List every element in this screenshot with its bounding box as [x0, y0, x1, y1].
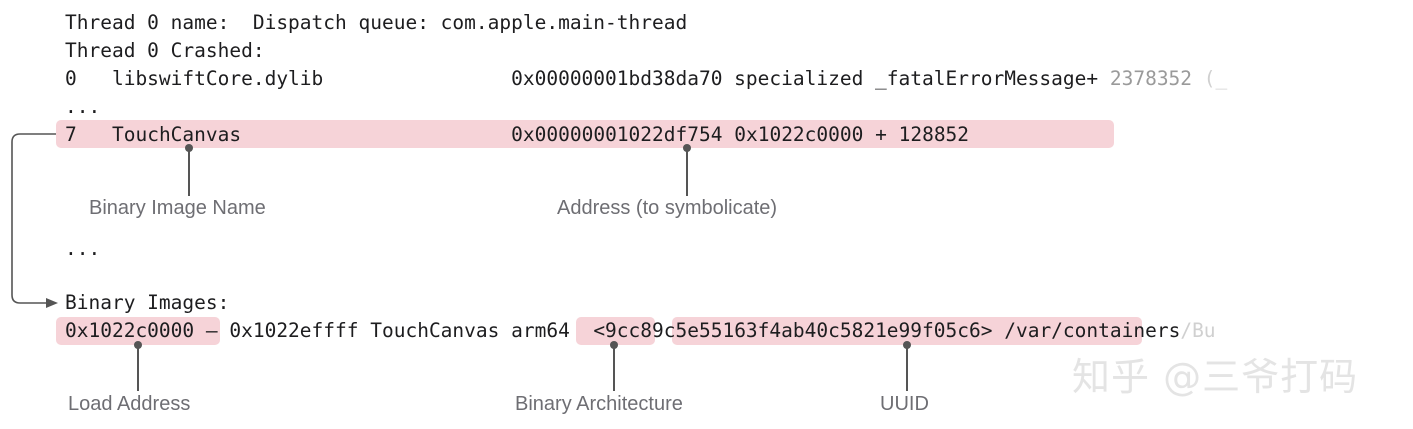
thread-crashed-line: Thread 0 Crashed: [65, 39, 265, 62]
label-binary-image-name: Binary Image Name [89, 197, 266, 219]
thread-name-line: Thread 0 name: Dispatch queue: com.apple… [65, 11, 688, 34]
binary-images-header: Binary Images: [65, 291, 230, 314]
arch-value: arm64 [511, 319, 570, 342]
frame7-index: 7 [65, 123, 77, 146]
load-address-highlight [56, 317, 220, 345]
frame0-tail: 2378352 [1109, 67, 1193, 90]
arch-highlight [576, 317, 655, 345]
label-load-address: Load Address [68, 393, 191, 415]
frame7-line: 7 TouchCanvas 0x00000001022df754 0x1022c… [65, 121, 969, 149]
load-address-value: 0x1022c0000 [65, 319, 195, 342]
frame0-line: 0 libswiftCore.dylib 0x00000001bd38da70 … [65, 65, 1227, 93]
ellipsis-1: ... [65, 95, 101, 118]
watermark: 知乎 @三爷打码 [1072, 355, 1359, 399]
frame7-offset: 0x1022c0000 + 128852 [734, 123, 970, 146]
uuid-leader [906, 345, 908, 391]
frame0-text: 0 libswiftCore.dylib 0x00000001bd38da70 … [65, 67, 1110, 90]
image-range: – 0x1022effff TouchCanvas [194, 319, 512, 342]
frame7-binary-name: TouchCanvas [111, 123, 242, 146]
ellipsis-2: ... [65, 237, 101, 260]
label-address: Address (to symbolicate) [557, 197, 778, 219]
binary-image-line: 0x1022c0000 – 0x1022effff TouchCanvas ar… [65, 317, 1216, 345]
frame7-highlight [56, 120, 1114, 148]
uuid-value: <9cc89c5e55163f4ab40c5821e99f05c6> [593, 319, 993, 342]
image-path-faded: /Bu [1180, 319, 1216, 342]
label-uuid: UUID [880, 393, 929, 415]
frame7-address: 0x00000001022df754 [511, 123, 723, 146]
image-path: /var/containers [992, 319, 1181, 342]
arch-leader [613, 345, 615, 391]
label-binary-architecture: Binary Architecture [515, 393, 683, 415]
address-leader [686, 148, 688, 196]
uuid-highlight [672, 317, 1142, 345]
binary-name-leader [188, 148, 190, 196]
frame0-tail-faded: (_ [1192, 67, 1228, 90]
load-address-leader [137, 345, 139, 391]
